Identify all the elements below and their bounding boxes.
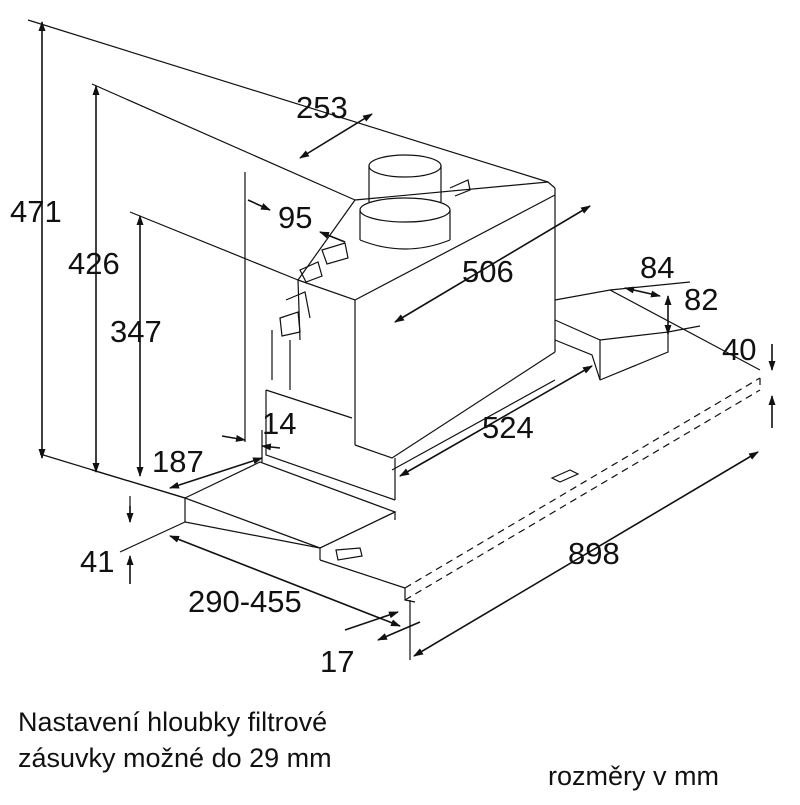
label-height-82: 82 bbox=[684, 282, 718, 317]
label-height-426: 426 bbox=[68, 246, 120, 281]
control-slot bbox=[550, 469, 580, 483]
dimension-lines bbox=[38, 21, 776, 657]
label-panel-41: 41 bbox=[80, 544, 114, 579]
side-bracket bbox=[271, 242, 349, 380]
label-offset-95: 95 bbox=[278, 200, 312, 235]
label-total-height: 471 bbox=[10, 194, 62, 229]
label-gap-14: 14 bbox=[262, 406, 296, 441]
depth-adjustment-note: Nastavení hloubky filtrové zásuvky možné… bbox=[18, 704, 478, 776]
label-width-506: 506 bbox=[462, 254, 514, 289]
units-caption: rozměry v mm bbox=[548, 761, 719, 791]
label-depth-253: 253 bbox=[296, 90, 348, 125]
label-total-width-898: 898 bbox=[568, 536, 620, 571]
filter-drawer bbox=[184, 461, 416, 603]
label-depth-187: 187 bbox=[152, 444, 204, 479]
label-width-84: 84 bbox=[640, 250, 674, 285]
label-offset-17: 17 bbox=[320, 644, 354, 679]
label-width-524: 524 bbox=[482, 410, 534, 445]
exhaust-pipe bbox=[359, 154, 471, 250]
note-line-2: zásuvky možné do 29 mm bbox=[18, 743, 332, 773]
dimension-labels: 471 426 347 253 95 506 84 82 40 14 524 1… bbox=[10, 90, 756, 679]
label-extension-range: 290-455 bbox=[188, 584, 302, 619]
label-thickness-40: 40 bbox=[722, 332, 756, 367]
note-line-1: Nastavení hloubky filtrové bbox=[18, 707, 328, 737]
hood-body bbox=[265, 181, 761, 501]
label-height-347: 347 bbox=[110, 314, 162, 349]
extension-lines bbox=[27, 19, 701, 660]
